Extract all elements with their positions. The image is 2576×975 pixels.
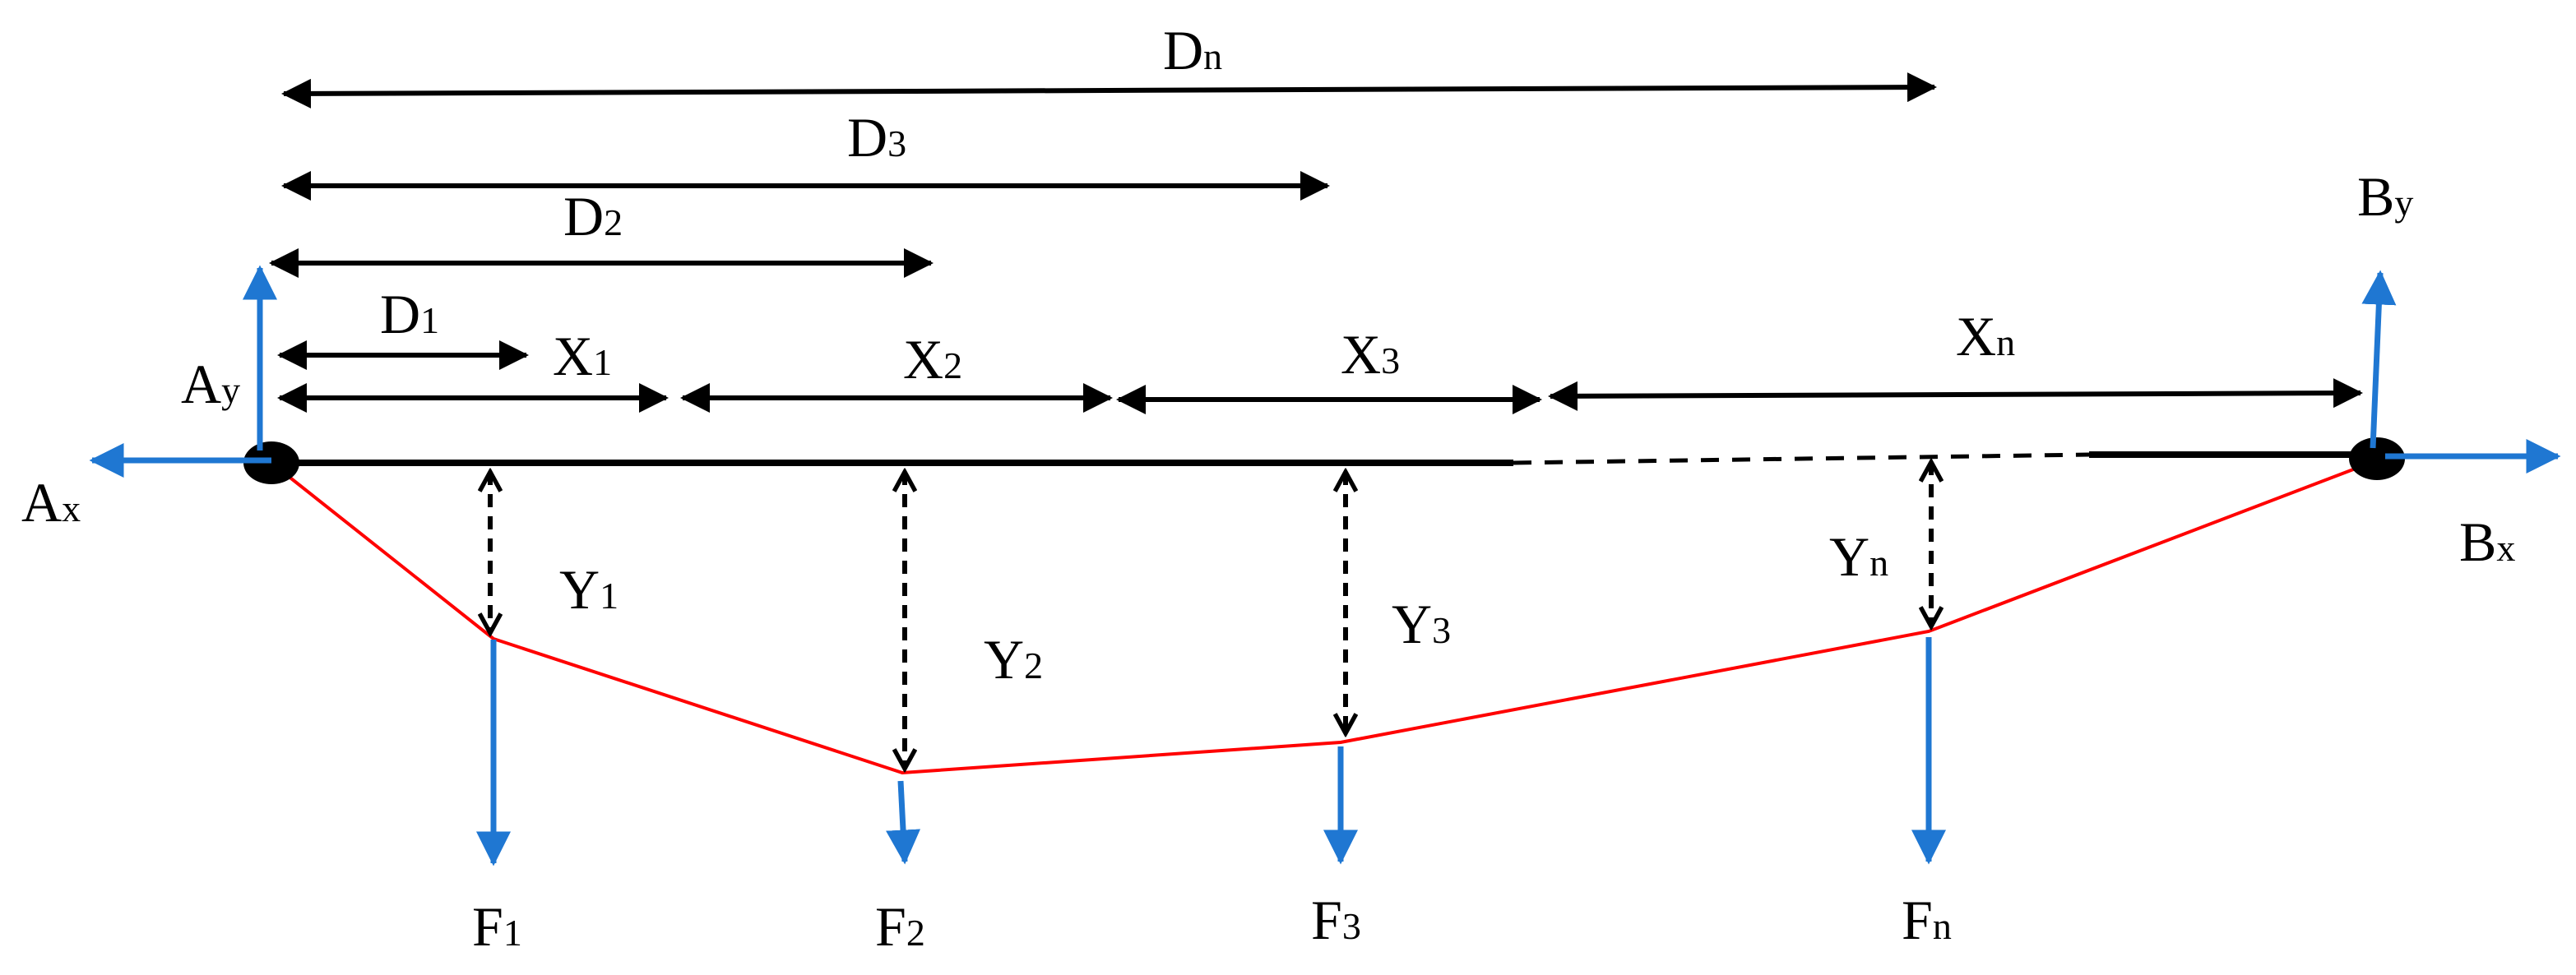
d-dimension-arrows [269,72,1937,370]
label-d2: D2 [563,185,623,247]
label-x3: X3 [1341,323,1400,386]
xn-arrow [1548,378,2363,411]
label-d3: D3 [847,106,906,169]
label-y2: Y2 [984,628,1043,691]
label-y3: Y3 [1392,593,1451,655]
label-by: By [2357,165,2413,228]
label-ay: Ay [181,353,240,415]
label-yn: Yn [1829,525,1888,588]
label-dn: Dn [1163,19,1222,81]
label-y1: Y1 [559,558,619,621]
beam-dashed-middle [1513,452,2090,465]
x-dimension-arrows [277,378,2363,414]
label-ax: Ax [21,471,81,534]
label-xn: Xn [1956,305,2015,367]
reaction-arrows [89,265,2561,478]
y-sag-arrows [490,462,1931,769]
label-x2: X2 [903,328,962,390]
label-f1: F1 [472,895,522,958]
beam [271,451,2377,466]
by-arrow [2361,270,2397,449]
label-x1: X1 [553,325,612,387]
label-fn: Fn [1902,889,1952,951]
dn-arrow [281,72,1937,109]
load-arrows [476,637,1946,866]
cable-line [270,459,2378,775]
support-b-node [2349,437,2405,480]
f2-arrow [886,780,921,865]
label-d1: D1 [380,283,439,345]
label-f3: F3 [1311,889,1361,951]
label-bx: Bx [2459,511,2515,573]
label-f2: F2 [875,895,925,958]
labels: Dn D3 D2 D1 X1 X2 X3 Xn Ay Ax By Bx Y1 Y… [21,19,2515,958]
